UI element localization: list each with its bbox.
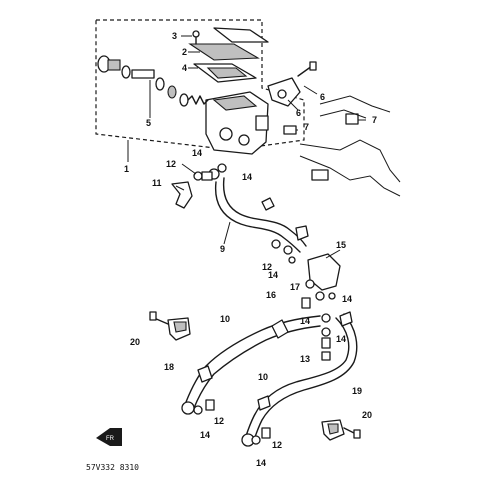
brake-hose-10-right — [241, 311, 358, 447]
hose-clip-11 — [171, 181, 193, 209]
caps — [283, 113, 359, 135]
callout-17: 17 — [290, 282, 300, 292]
lever-holder — [267, 61, 317, 107]
callout-7b: 7 — [372, 115, 377, 125]
callout-14e: 14 — [300, 316, 310, 326]
callout-12d: 12 — [272, 440, 282, 450]
reservoir-cap-parts — [188, 27, 269, 83]
brake-hose-9 — [208, 168, 307, 253]
callout-1: 1 — [124, 164, 129, 174]
callout-10b: 10 — [258, 372, 268, 382]
callout-15: 15 — [336, 240, 346, 250]
callout-6b: 6 — [296, 108, 301, 118]
callout-6a: 6 — [320, 92, 325, 102]
callout-12c: 12 — [214, 416, 224, 426]
callout-14c: 14 — [268, 270, 278, 280]
callout-labels: 1 2 3 4 5 6 6 7 7 9 10 10 11 12 12 12 12… — [124, 31, 377, 468]
callout-14b: 14 — [242, 172, 252, 182]
callout-18: 18 — [164, 362, 174, 372]
callout-14h: 14 — [256, 458, 266, 468]
callout-14d: 14 — [342, 294, 352, 304]
callout-5: 5 — [146, 118, 151, 128]
three-way-joint — [271, 225, 341, 309]
callout-9: 9 — [220, 244, 225, 254]
banjo-bolt-left — [193, 399, 215, 415]
callout-16: 16 — [266, 290, 276, 300]
callout-20b: 20 — [362, 410, 372, 420]
callout-7a: 7 — [304, 122, 309, 132]
union-bolt-top — [193, 163, 227, 181]
leader-lines — [149, 35, 366, 259]
front-direction-mark: FR — [96, 428, 122, 446]
hose-guide-19 — [321, 419, 361, 441]
banjo-bolt-right — [251, 427, 271, 445]
callout-4: 4 — [182, 63, 187, 73]
front-mark-text: FR — [106, 436, 115, 442]
master-cylinder-assembly-outline — [95, 19, 305, 162]
callout-14f: 14 — [336, 334, 346, 344]
callout-12a: 12 — [166, 159, 176, 169]
callout-2: 2 — [182, 47, 187, 57]
hose-guide-18 — [149, 311, 191, 341]
callout-3: 3 — [172, 31, 177, 41]
handlebar-outline — [299, 95, 401, 197]
banjo-bolts-center — [321, 313, 331, 361]
callout-20a: 20 — [130, 337, 140, 347]
callout-14a: 14 — [192, 148, 202, 158]
callout-13: 13 — [300, 354, 310, 364]
brake-hose-10-left — [181, 315, 321, 415]
master-cylinder-body — [205, 91, 269, 155]
footer-code: 57V332 8310 — [86, 463, 139, 472]
callout-11: 11 — [152, 178, 162, 188]
callout-10a: 10 — [220, 314, 230, 324]
callout-14g: 14 — [200, 430, 210, 440]
callout-19: 19 — [352, 386, 362, 396]
piston-kit — [97, 55, 209, 107]
callout-12b: 12 — [262, 262, 272, 272]
